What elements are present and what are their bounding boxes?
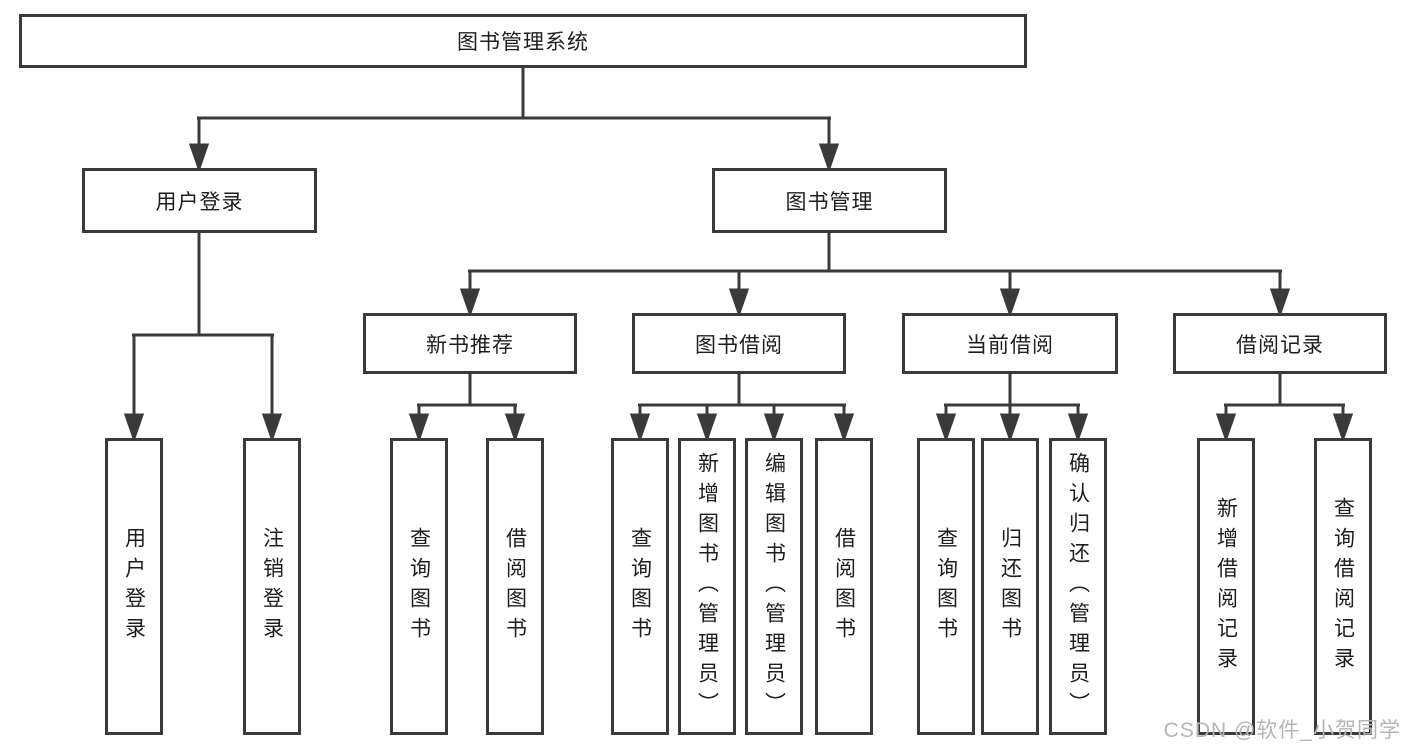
csdn-watermark: CSDN @软件_小贺同学 <box>1163 719 1401 742</box>
leaf-add-borrow-record-label: 新增借阅记录 <box>1214 496 1238 677</box>
leaf-edit-book-admin: 编辑图书（管理员） <box>745 438 803 735</box>
leaf-borrow-books-recommend: 借阅图书 <box>486 438 544 735</box>
leaf-query-books-current-label: 查询图书 <box>934 526 958 647</box>
leaf-query-books-recommend-label: 查询图书 <box>407 526 431 647</box>
leaf-return-books: 归还图书 <box>981 438 1039 735</box>
node-borrowing-records-label: 借阅记录 <box>1236 333 1324 357</box>
node-new-book-recommend-label: 新书推荐 <box>426 333 514 357</box>
leaf-logout: 注销登录 <box>243 438 301 735</box>
node-borrowing-records: 借阅记录 <box>1173 313 1387 374</box>
leaf-edit-book-admin-label: 编辑图书（管理员） <box>762 451 786 722</box>
node-current-borrowing: 当前借阅 <box>902 313 1118 374</box>
leaf-borrow-books-borrowing: 借阅图书 <box>815 438 873 735</box>
node-book-management-label: 图书管理 <box>785 190 874 214</box>
node-book-borrowing: 图书借阅 <box>632 313 846 374</box>
leaf-query-borrow-record-label: 查询借阅记录 <box>1331 496 1355 677</box>
leaf-confirm-return-admin-label: 确认归还（管理员） <box>1066 451 1090 722</box>
leaf-add-book-admin-label: 新增图书（管理员） <box>695 451 719 722</box>
node-current-borrowing-label: 当前借阅 <box>966 333 1054 357</box>
leaf-query-borrow-record: 查询借阅记录 <box>1314 438 1372 735</box>
node-root-label: 图书管理系统 <box>457 31 589 54</box>
node-user-login: 用户登录 <box>82 168 317 233</box>
node-book-management: 图书管理 <box>712 168 947 233</box>
leaf-add-borrow-record: 新增借阅记录 <box>1197 438 1255 735</box>
leaf-return-books-label: 归还图书 <box>998 526 1022 647</box>
node-root: 图书管理系统 <box>19 14 1027 68</box>
leaf-add-book-admin: 新增图书（管理员） <box>678 438 736 735</box>
leaf-query-books-borrowing: 查询图书 <box>611 438 669 735</box>
leaf-confirm-return-admin: 确认归还（管理员） <box>1049 438 1107 735</box>
leaf-query-books-recommend: 查询图书 <box>390 438 448 735</box>
leaf-query-books-current: 查询图书 <box>917 438 975 735</box>
node-new-book-recommend: 新书推荐 <box>363 313 577 374</box>
leaf-query-books-borrowing-label: 查询图书 <box>628 526 652 647</box>
leaf-borrow-books-recommend-label: 借阅图书 <box>503 526 527 647</box>
node-user-login-label: 用户登录 <box>155 190 244 214</box>
leaf-user-login: 用户登录 <box>105 438 163 735</box>
leaf-logout-label: 注销登录 <box>260 526 284 647</box>
node-book-borrowing-label: 图书借阅 <box>695 333 783 357</box>
leaf-borrow-books-borrowing-label: 借阅图书 <box>832 526 856 647</box>
leaf-user-login-label: 用户登录 <box>122 526 146 647</box>
